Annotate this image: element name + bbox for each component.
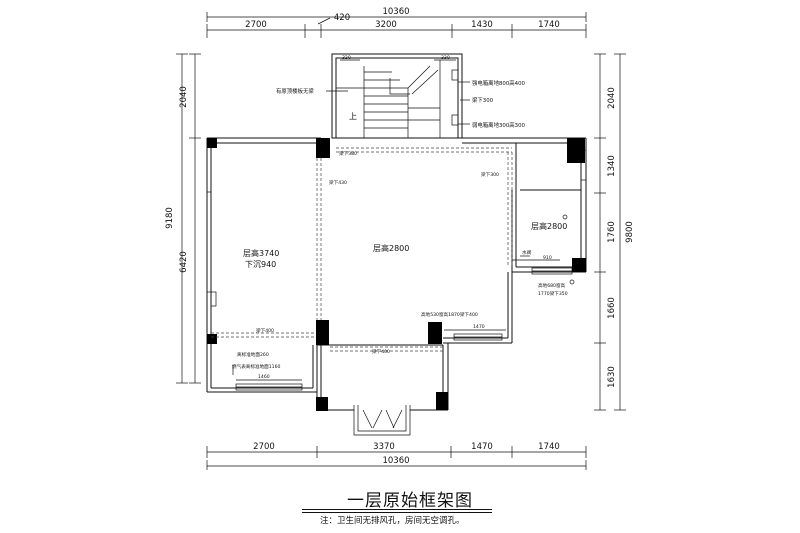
left-dimensions: 9180 2040 6420 — [165, 53, 201, 384]
beam-400-note-a: 梁下400 — [256, 327, 274, 334]
beam-380-note: 梁下380 — [339, 150, 357, 157]
gas-meter-note: 燃气表离标准地面1160 — [232, 363, 281, 370]
bottom-dimensions: 2700 3370 1470 1740 10360 — [206, 442, 587, 470]
left-total-dim: 9180 — [165, 207, 175, 229]
right-dim-1: 2040 — [607, 87, 617, 109]
window-right-note-1: 高地680窗高 — [538, 282, 566, 289]
title-underline-thin — [302, 512, 492, 513]
left-dim-1: 2040 — [179, 86, 189, 108]
stair-dim-320: 320 — [342, 55, 351, 61]
bottom-dim-1: 2700 — [253, 442, 275, 452]
bottom-dim-3: 1470 — [471, 442, 493, 452]
beams — [211, 147, 513, 352]
main-room-height: 层高2800 — [373, 243, 409, 253]
top-dimensions: 10360 2700 420 3200 1430 1740 — [206, 7, 587, 38]
right-dimensions: 2040 1340 1760 1660 1630 9800 — [594, 53, 635, 411]
right-dim-3: 1760 — [607, 221, 617, 243]
window-right-note-2: 1770梁下350 — [538, 290, 568, 297]
dim-1470: 1470 — [473, 324, 485, 330]
water-valve-note: 水阀 — [522, 249, 532, 256]
dim-1460: 1460 — [258, 374, 270, 380]
title-underline — [302, 509, 492, 510]
left-room-height: 层高3740 — [243, 248, 279, 258]
bathroom-height: 层高2800 — [531, 221, 567, 231]
top-dim-1: 2700 — [245, 20, 267, 30]
left-dim-2: 6420 — [179, 251, 189, 273]
annotations: 320 330 上 有原顶楼板无梁 强电箱离地800高400 梁下300 弱电箱… — [232, 55, 568, 380]
left-room-sunken: 下沉940 — [245, 260, 276, 269]
right-total-dim: 9800 — [625, 221, 635, 243]
drawing-title: 一层原始框架图 — [347, 491, 473, 511]
bottom-total-dim: 10360 — [382, 456, 409, 466]
window-bottom-note: 高地530窗高1870梁下400 — [421, 311, 478, 318]
beam-300-note-a: 梁下300 — [472, 96, 494, 104]
top-total-dim: 10360 — [382, 7, 409, 17]
top-dim-2: 420 — [334, 13, 350, 23]
bottom-dim-2: 3370 — [373, 442, 395, 452]
beam-430-note: 梁下430 — [329, 179, 347, 186]
bottom-dim-4: 1740 — [538, 442, 560, 452]
stair-dim-330: 330 — [441, 55, 450, 61]
beam-300-note-b: 梁下300 — [481, 171, 499, 178]
strong-power-box-note: 强电箱离地800高400 — [472, 79, 525, 87]
top-dim-5: 1740 — [538, 20, 560, 30]
dim-910: 910 — [543, 255, 552, 261]
stair-up-label: 上 — [349, 112, 357, 121]
title-block: 一层原始框架图 — [300, 486, 520, 511]
top-dim-3: 3200 — [375, 20, 397, 30]
weak-power-box-note: 弱电箱离地300高300 — [472, 121, 525, 129]
floor-level-note: 离标准地面260 — [237, 351, 269, 358]
right-dim-4: 1660 — [607, 297, 617, 319]
top-dim-4: 1430 — [471, 20, 493, 30]
columns — [207, 138, 586, 411]
drawing-note: 注：卫生间无排风孔，房间无空调孔。 — [320, 516, 465, 526]
leader-lines — [210, 59, 575, 381]
right-dim-2: 1340 — [607, 155, 617, 177]
entry-door — [353, 405, 411, 436]
original-slab-note: 有原顶楼板无梁 — [276, 87, 314, 95]
stairs — [336, 60, 459, 138]
beam-400-note-b: 梁下400 — [372, 348, 390, 355]
right-dim-5: 1630 — [607, 366, 617, 388]
windows — [206, 149, 587, 391]
